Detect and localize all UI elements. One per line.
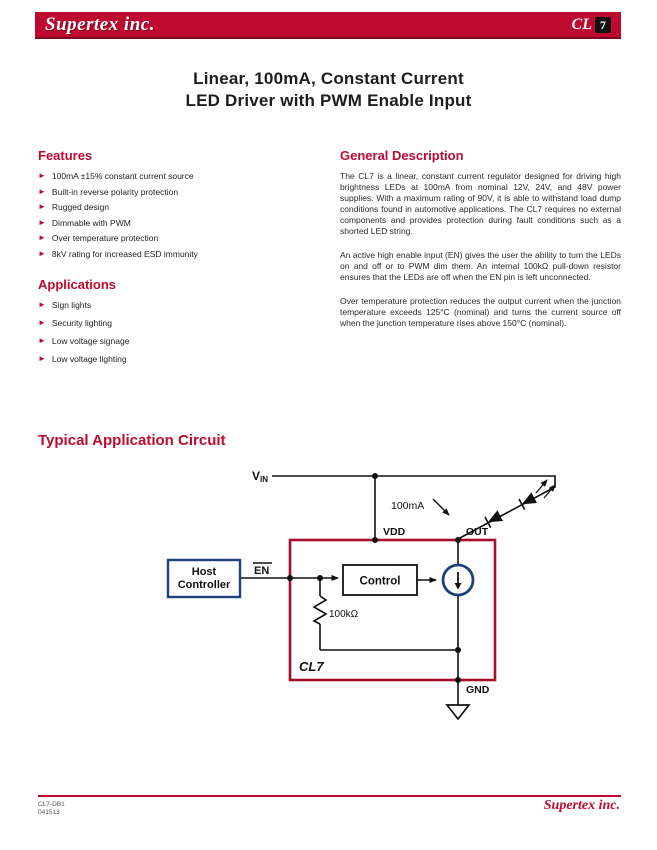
- led-emission-arrows: [535, 479, 556, 499]
- bullet-arrow-icon: ►: [38, 233, 46, 242]
- two-column-body: Features ► 100mA ±15% constant current so…: [38, 148, 621, 372]
- ic-part-label: CL7: [299, 659, 324, 674]
- footer-rule: [38, 795, 621, 797]
- ic-outline-box: [288, 538, 497, 682]
- description-paragraph-2: An active high enable input (EN) gives t…: [340, 250, 621, 282]
- list-item: ► 100mA ±15% constant current source: [38, 171, 310, 181]
- junction-dots: [287, 473, 461, 683]
- list-item: ► Sign lights: [38, 300, 310, 310]
- features-list: ► 100mA ±15% constant current source ► Bui…: [38, 171, 310, 259]
- application-text: Low voltage lighting: [51, 353, 127, 364]
- applications-list: ► Sign lights ► Security lighting ► Low vol…: [38, 300, 310, 364]
- circuit-heading: Typical Application Circuit: [38, 432, 226, 449]
- footer-doc-info: CL7-DB1 041513: [38, 801, 65, 817]
- circuit-wires: [240, 475, 556, 705]
- application-text: Low voltage signage: [51, 335, 130, 346]
- current-source-symbol: [441, 563, 475, 597]
- bullet-arrow-icon: ►: [38, 335, 46, 345]
- current-label: 100mA: [391, 500, 424, 512]
- host-label-line2: Controller: [178, 579, 231, 591]
- description-paragraph-1: The CL7 is a linear, constant current re…: [340, 171, 621, 236]
- application-text: Sign lights: [51, 299, 92, 310]
- bullet-arrow-icon: ►: [38, 248, 46, 258]
- feature-text: 8kV rating for increased ESD immunity: [51, 248, 198, 259]
- vin-label: VIN: [252, 469, 268, 484]
- list-item: ► Rugged design: [38, 202, 310, 212]
- description-paragraph-3: Over temperature protection reduces the …: [340, 296, 621, 328]
- footer-brand: Supertex inc.: [543, 798, 620, 813]
- page-title: Linear, 100mA, Constant Current LED Driv…: [0, 68, 657, 112]
- bullet-arrow-icon: ►: [38, 202, 46, 211]
- footer-doc-line1: CL7-DB1: [38, 801, 65, 808]
- list-item: ► 8kV rating for increased ESD immunity: [38, 249, 310, 259]
- list-item: ► Over temperature protection: [38, 233, 310, 243]
- out-pin-label: OUT: [466, 526, 489, 538]
- bullet-arrow-icon: ►: [38, 217, 46, 227]
- led-string: [484, 479, 556, 528]
- host-label-line1: Host: [192, 566, 217, 578]
- vdd-pin-label: VDD: [383, 526, 406, 538]
- list-item: ► Dimmable with PWM: [38, 218, 310, 228]
- led-icon: [518, 492, 537, 510]
- gnd-pin-label: GND: [466, 684, 490, 696]
- title-line-2: LED Driver with PWM Enable Input: [185, 91, 472, 110]
- control-label: Control: [360, 576, 401, 588]
- supertex-logo: Supertex inc.: [45, 13, 155, 35]
- bullet-arrow-icon: ►: [38, 353, 46, 363]
- en-pin-label: EN: [254, 565, 269, 577]
- title-line-1: Linear, 100mA, Constant Current: [193, 69, 464, 88]
- feature-text: Over temperature protection: [51, 233, 159, 243]
- list-item: ► Built-in reverse polarity protection: [38, 187, 310, 197]
- bullet-arrow-icon: ►: [38, 186, 46, 196]
- applications-heading: Applications: [38, 276, 117, 292]
- ground-symbol: [445, 704, 471, 721]
- left-column: Features ► 100mA ±15% constant current so…: [38, 148, 310, 372]
- list-item: ► Security lighting: [38, 318, 310, 328]
- general-description-heading: General Description: [340, 148, 464, 163]
- right-column: General Description The CL7 is a linear,…: [340, 148, 621, 372]
- feature-text: Built-in reverse polarity protection: [51, 186, 179, 197]
- features-heading: Features: [38, 148, 93, 163]
- control-block-box: [342, 564, 418, 596]
- bullet-arrow-icon: ►: [38, 171, 46, 180]
- footer-doc-line2: 041513: [38, 809, 60, 816]
- list-item: ► Low voltage lighting: [38, 354, 310, 364]
- list-item: ► Low voltage signage: [38, 336, 310, 346]
- application-text: Security lighting: [51, 317, 112, 328]
- host-controller-box: [166, 558, 242, 599]
- part-number-chip: 7: [595, 16, 611, 33]
- feature-text: Dimmable with PWM: [51, 217, 131, 228]
- application-circuit: VIN 100mA VDD OUT EN Control 100kΩ CL7 G…: [0, 455, 657, 755]
- current-direction-arrow: [432, 498, 450, 516]
- feature-text: 100mA ±15% constant current source: [51, 171, 194, 181]
- resistor-icon: [312, 595, 328, 625]
- resistor-label: 100kΩ: [329, 609, 359, 620]
- feature-text: Rugged design: [51, 202, 110, 212]
- part-number-prefix: CL: [571, 15, 592, 33]
- bullet-arrow-icon: ►: [38, 299, 46, 309]
- led-icon: [484, 510, 503, 528]
- bullet-arrow-icon: ►: [38, 317, 46, 327]
